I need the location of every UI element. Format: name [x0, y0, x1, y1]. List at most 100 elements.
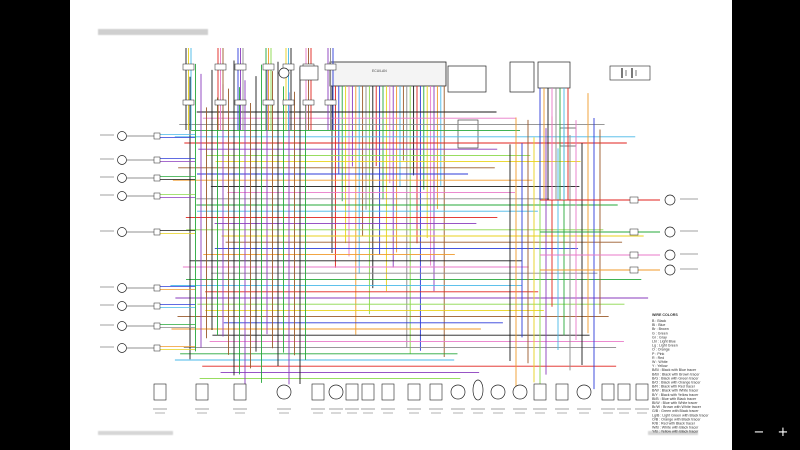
- legend-item: B : Black: [652, 319, 666, 323]
- zoom-out-button[interactable]: −: [753, 425, 765, 440]
- lamp-label-blur: [100, 176, 114, 178]
- component-label-blur: [235, 412, 245, 414]
- component-label-blur: [431, 412, 441, 414]
- switch-box: [617, 383, 631, 401]
- component-label-blur: [603, 412, 613, 414]
- lamp-icon: [117, 321, 127, 331]
- component-label-blur: [637, 412, 647, 414]
- connector: [182, 99, 195, 106]
- component-label-blur: [409, 412, 419, 414]
- component-label-blur: [577, 408, 591, 410]
- switch-box: [311, 383, 325, 401]
- zoom-in-button[interactable]: +: [777, 425, 789, 440]
- component-label-blur: [277, 408, 291, 410]
- component-label-blur: [429, 408, 443, 410]
- switch-box: [195, 383, 209, 401]
- sensor-icon: [472, 379, 484, 401]
- connector: [214, 99, 227, 106]
- legend-item: P : Pink: [652, 352, 665, 356]
- connector: [324, 99, 337, 106]
- legend-item: Lg : Light Green: [652, 344, 678, 348]
- component-label-blur: [493, 412, 503, 414]
- sensor-icon: [450, 384, 466, 400]
- component-label-blur: [233, 408, 247, 410]
- legend-item: B/O : Black with Orange tracer: [652, 381, 701, 385]
- component-label-blur: [329, 408, 343, 410]
- legend-item: R : Red: [652, 356, 664, 360]
- switch-box: [635, 383, 649, 401]
- legend-item: B/Y : Black with Yellow tracer: [652, 393, 699, 397]
- lamp-icon: [117, 191, 127, 201]
- lamp-label-blur: [100, 230, 114, 232]
- component-label-blur: [347, 412, 357, 414]
- meter-box: [299, 65, 319, 81]
- legend-item: Y : Yellow: [652, 364, 668, 368]
- component-label-blur: [601, 408, 615, 410]
- component-label-blur: [197, 412, 207, 414]
- lamp-icon: [117, 131, 127, 141]
- ecu-label: ECU/LAN: [372, 69, 387, 73]
- lamp-icon: [117, 173, 127, 183]
- switch-box: [361, 383, 375, 401]
- component-label-blur: [313, 412, 323, 414]
- lamp-icon: [117, 155, 127, 165]
- component-label-blur: [635, 408, 649, 410]
- connector: [153, 174, 161, 182]
- legend-item: Lbl : Light Blue: [652, 340, 676, 344]
- connector: [234, 63, 247, 71]
- legend-item: B/W : Black with White tracer: [652, 389, 699, 393]
- component-label-blur: [451, 408, 465, 410]
- component-label-blur: [381, 408, 395, 410]
- connector: [153, 322, 161, 330]
- connector: [282, 99, 295, 106]
- connector: [324, 63, 337, 71]
- lamp-icon: [664, 249, 676, 261]
- component-label-blur: [345, 408, 359, 410]
- switch-box: [555, 383, 569, 401]
- legend-item: Bl/W : Blue with White tracer: [652, 401, 698, 405]
- lamp-icon: [664, 226, 676, 238]
- connector: [153, 156, 161, 164]
- page-footer-blur: [98, 431, 698, 435]
- battery-symbol: [609, 65, 651, 81]
- lamp-icon: [117, 301, 127, 311]
- legend-title: WIRE COLORS: [652, 313, 678, 317]
- connector: [302, 99, 315, 106]
- lamp-label-blur: [680, 198, 698, 200]
- legend-item: Br : Brown: [652, 327, 669, 331]
- legend-item: O : Orange: [652, 348, 670, 352]
- lamp-icon: [664, 264, 676, 276]
- lamp-label-blur: [680, 230, 698, 232]
- component-label-blur: [279, 412, 289, 414]
- component-label-blur: [361, 408, 375, 410]
- legend-item: G : Green: [652, 331, 668, 335]
- connector: [153, 344, 161, 352]
- sensor-icon: [576, 384, 592, 400]
- component-label-blur: [473, 412, 483, 414]
- component-label-blur: [471, 408, 485, 410]
- component-label-blur: [515, 412, 525, 414]
- switch-box: [533, 383, 547, 401]
- connector: [153, 302, 161, 310]
- gauge-icon: [278, 67, 290, 79]
- lamp-icon: [117, 283, 127, 293]
- wiring-diagram: ECU/LAN WIRE C: [70, 0, 732, 450]
- connector: [629, 251, 639, 259]
- legend-item: B/Bl : Black with Blue tracer: [652, 368, 697, 372]
- switch-box: [381, 383, 395, 401]
- component-label-blur: [407, 408, 421, 410]
- connector: [629, 266, 639, 274]
- lamp-label-blur: [100, 134, 114, 136]
- switch-box: [233, 383, 247, 401]
- component-label-blur: [155, 412, 165, 414]
- component-label-blur: [195, 408, 209, 410]
- component-label-blur: [535, 412, 545, 414]
- switch-box: [407, 383, 421, 401]
- ecu-connector: ECU/LAN: [329, 61, 447, 87]
- legend-item: Lg/B : Light Green with Black tracer: [652, 413, 709, 417]
- component-label-blur: [579, 412, 589, 414]
- connector: [182, 63, 195, 71]
- sensor-icon: [490, 384, 506, 400]
